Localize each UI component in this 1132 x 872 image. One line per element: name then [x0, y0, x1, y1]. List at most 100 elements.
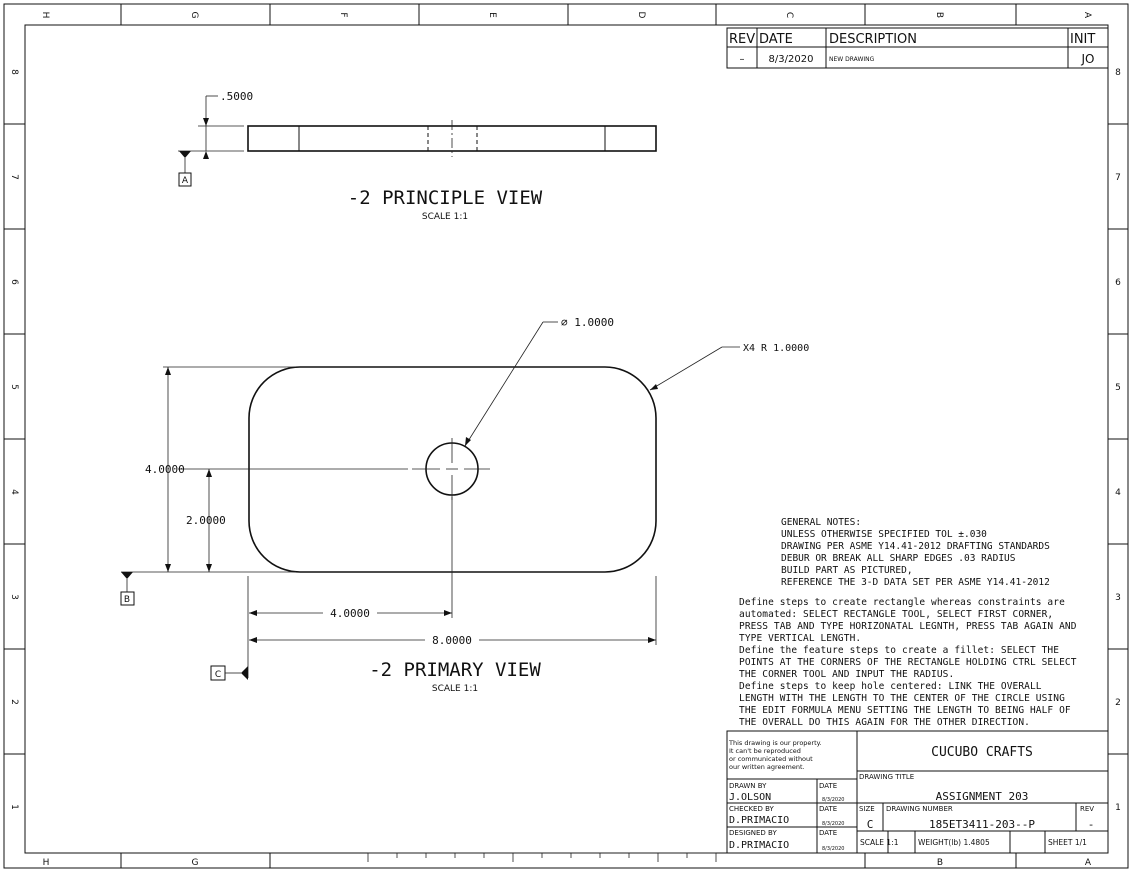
designed-by-label: DESIGNED BY: [729, 829, 777, 837]
zone-row-7-right: 7: [1115, 173, 1121, 183]
zone-col-a-bottom: A: [1085, 858, 1092, 868]
designed-date: 8/3/2020: [822, 846, 844, 852]
general-note-line: UNLESS OTHERWISE SPECIFIED TOL ±.030: [781, 529, 987, 540]
hole-x-dimension: 4.0000: [330, 607, 370, 620]
hole-callout: ∅ 1.0000: [561, 316, 614, 329]
border-frame: [3, 3, 1129, 869]
zone-labels-bottom: H G B A: [43, 858, 1092, 868]
drawn-by-label: DRAWN BY: [729, 782, 767, 790]
sheet-value: SHEET 1/1: [1048, 838, 1087, 847]
drawn-date-label: DATE: [819, 782, 837, 790]
steps-note-line: TYPE VERTICAL LENGTH.: [739, 633, 861, 644]
init-header: INIT: [1070, 32, 1095, 47]
zone-col-a: A: [1082, 12, 1092, 19]
steps-note-line: POINTS AT THE CORNERS OF THE RECTANGLE H…: [739, 657, 1077, 668]
rev-value: –: [740, 54, 745, 65]
steps-note-line: Define steps to keep hole centered: LINK…: [739, 681, 1042, 692]
zone-row-5: 5: [9, 384, 19, 390]
zone-row-8-right: 8: [1115, 68, 1121, 78]
title-block: This drawing is our property. It can't b…: [726, 730, 1109, 854]
general-note-line: DEBUR OR BREAK ALL SHARP EDGES .03 RADIU…: [781, 553, 1016, 564]
steps-note-line: automated: SELECT RECTANGLE TOOL, SELECT…: [739, 609, 1053, 620]
zone-row-7: 7: [9, 174, 19, 180]
datum-a-label: A: [182, 176, 189, 186]
zone-col-h-bottom: H: [43, 858, 50, 868]
zone-row-5-right: 5: [1115, 383, 1121, 393]
length-dimension: 8.0000: [432, 634, 472, 647]
property-notice-line: or communicated without: [729, 755, 813, 763]
principle-view-title: -2 PRINCIPLE VIEW: [348, 187, 543, 209]
revision-block: REV DATE DESCRIPTION INIT – 8/3/2020 NEW…: [726, 27, 1109, 69]
primary-view-title: -2 PRIMARY VIEW: [369, 659, 541, 681]
zone-col-f: F: [338, 12, 348, 17]
zone-row-4: 4: [9, 489, 19, 495]
steps-note-line: LENGTH WITH THE LENGTH TO THE CENTER OF …: [739, 693, 1065, 704]
zone-labels-left: 8 7 6 5 4 3 2 1: [9, 69, 19, 810]
datum-c-label: C: [215, 670, 221, 680]
steps-note-line: Define steps to create rectangle whereas…: [739, 597, 1065, 608]
property-notice-line: This drawing is our property.: [728, 739, 822, 747]
zone-row-6: 6: [9, 279, 19, 285]
height-dimension: 4.0000: [145, 463, 185, 476]
size-label: SIZE: [859, 805, 875, 813]
zone-row-3-right: 3: [1115, 593, 1121, 603]
checked-by-label: CHECKED BY: [729, 805, 775, 813]
init-value: JO: [1081, 52, 1095, 66]
general-note-line: BUILD PART AS PICTURED,: [781, 565, 913, 576]
zone-labels-top: H G F E D C B A: [40, 12, 1092, 19]
zone-col-d: D: [636, 12, 646, 19]
general-notes: GENERAL NOTES: UNLESS OTHERWISE SPECIFIE…: [781, 517, 1050, 588]
drawn-by: J.OLSON: [729, 792, 771, 803]
drawing-title-label: DRAWING TITLE: [859, 773, 914, 781]
zone-col-g-bottom: G: [192, 858, 199, 868]
zone-row-4-right: 4: [1115, 488, 1121, 498]
zone-row-6-right: 6: [1115, 278, 1121, 288]
zone-col-h: H: [40, 12, 50, 19]
description-header: DESCRIPTION: [829, 32, 917, 47]
zone-col-e: E: [487, 12, 497, 18]
zone-col-b-bottom: B: [937, 858, 943, 868]
zone-row-3: 3: [9, 594, 19, 600]
company-name: CUCUBO CRAFTS: [931, 745, 1033, 760]
steps-note-line: THE CORNER TOOL AND INPUT THE RADIUS.: [739, 669, 954, 680]
zone-row-8: 8: [9, 69, 19, 75]
datum-a-triangle: [179, 151, 191, 158]
drawn-date: 8/3/2020: [822, 797, 844, 803]
general-note-line: DRAWING PER ASME Y14.41-2012 DRAFTING ST…: [781, 541, 1050, 552]
steps-note-line: THE EDIT FORMULA MENU SETTING THE LENGTH…: [739, 705, 1071, 716]
datum-b-label: B: [124, 595, 130, 605]
weight-value: WEIGHT(lb) 1.4805: [918, 838, 990, 847]
datum-c-triangle: [241, 666, 248, 680]
scale-value: SCALE 1:1: [860, 838, 899, 847]
size-value: C: [867, 818, 874, 831]
zone-col-b: B: [934, 12, 944, 18]
general-notes-heading: GENERAL NOTES:: [781, 517, 861, 528]
zone-row-1-right: 1: [1115, 803, 1121, 813]
designed-by: D.PRIMACIO: [729, 840, 789, 851]
zone-row-2-right: 2: [1115, 698, 1121, 708]
thickness-dimension: .5000: [220, 90, 253, 103]
drawing-number-label: DRAWING NUMBER: [886, 805, 953, 813]
zone-col-g: G: [189, 12, 199, 19]
checked-by: D.PRIMACIO: [729, 815, 789, 826]
steps-note-line: Define the feature steps to create a fil…: [739, 645, 1059, 656]
checked-date-label: DATE: [819, 805, 837, 813]
zone-labels-right: 8 7 6 5 4 3 2 1: [1115, 68, 1121, 813]
datum-b-triangle: [121, 572, 133, 579]
rev-label: REV: [1080, 805, 1094, 813]
rev-value-title: -: [1088, 818, 1095, 831]
primary-view-scale: SCALE 1:1: [432, 684, 478, 694]
fillet-callout: X4 R 1.0000: [743, 343, 809, 354]
part-outline: [248, 366, 657, 573]
principle-view-scale: SCALE 1:1: [422, 212, 468, 222]
date-value: 8/3/2020: [769, 54, 814, 65]
property-notice-line: our written agreement.: [729, 763, 805, 771]
description-value: NEW DRAWING: [829, 56, 875, 63]
zone-col-c: C: [784, 12, 794, 18]
drawing-title: ASSIGNMENT 203: [936, 790, 1029, 803]
principle-view: .5000 A -2 PRINCIPLE VIEW SCALE 1:1: [178, 90, 657, 222]
designed-date-label: DATE: [819, 829, 837, 837]
steps-notes: Define steps to create rectangle whereas…: [739, 597, 1077, 728]
steps-note-line: THE OVERALL DO THIS AGAIN FOR THE OTHER …: [739, 717, 1030, 728]
